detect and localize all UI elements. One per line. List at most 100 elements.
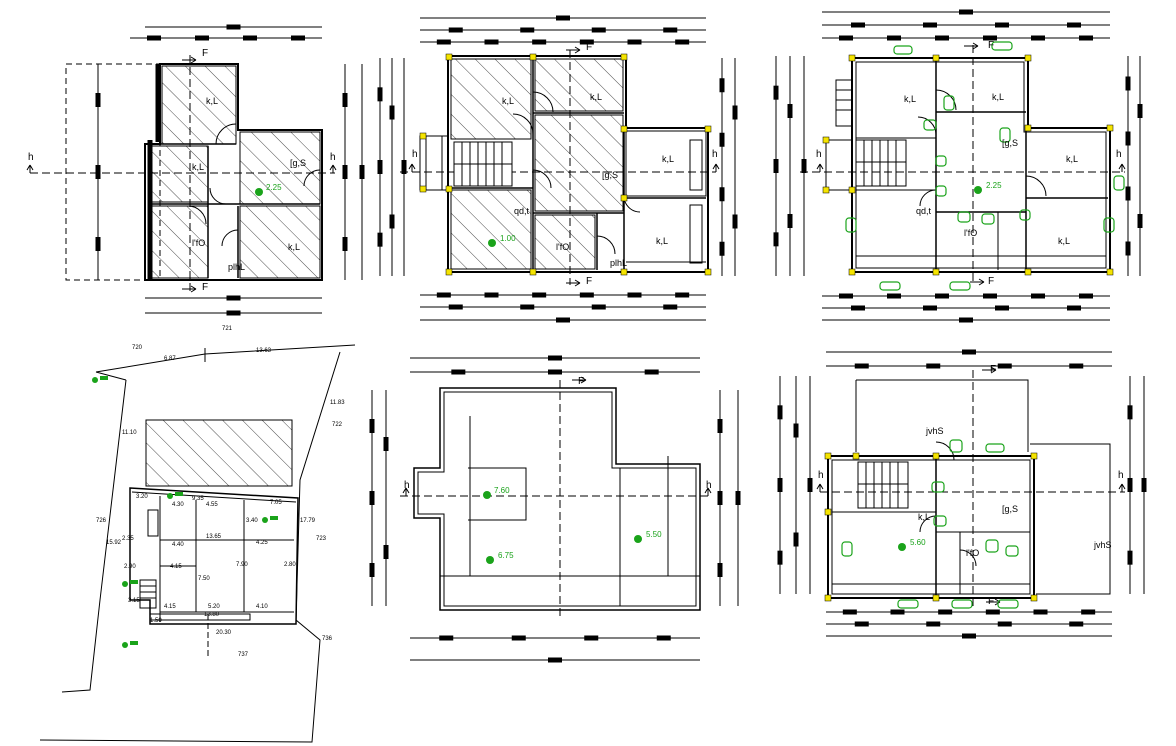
plan2-room-5: qd,t xyxy=(514,206,530,216)
site-dim-12: 4.15 xyxy=(170,564,182,570)
plan1-section-label-bottom: F xyxy=(202,282,208,293)
dimension-value-block xyxy=(1141,478,1147,492)
dimension-value-block xyxy=(935,293,949,299)
plan3-level: 2.25 xyxy=(986,181,1002,190)
plan3-level-marker-icon xyxy=(974,186,982,194)
plan1-room-4: l'fO xyxy=(192,238,205,248)
plan5-axis-right: h xyxy=(706,480,712,491)
site-dim-13: 7.50 xyxy=(198,576,210,582)
dimension-value-block xyxy=(1079,293,1093,299)
plan5-section-label: F xyxy=(578,376,584,387)
dimension-value-block xyxy=(451,369,466,375)
plan1-bottom-label: 721 xyxy=(222,326,233,332)
dimension-value-block xyxy=(1033,609,1048,615)
dimension-value-block xyxy=(342,237,348,251)
plan5-level-2: 6.75 xyxy=(498,551,514,560)
plan1-axis-right: h xyxy=(330,152,336,163)
site-dim-7: 4.25 xyxy=(256,540,268,546)
dimension-value-block xyxy=(579,39,594,45)
stair xyxy=(857,461,909,509)
plan2-room-6: l'fO xyxy=(556,242,569,252)
site-dim-10: 2.35 xyxy=(122,536,134,542)
dimension-value-block xyxy=(839,35,853,41)
dimension-value-block xyxy=(1031,293,1045,299)
dimension-value-block xyxy=(484,292,499,298)
dimension-value-block xyxy=(807,478,813,492)
dimension-value-block xyxy=(389,105,395,120)
dimension-value-block xyxy=(854,363,869,369)
plan3-fixtures xyxy=(845,41,1125,291)
dimension-value-block xyxy=(801,159,807,173)
site-dim-15: 2.80 xyxy=(284,562,296,568)
dimension-value-block xyxy=(369,419,375,433)
site-edge-7: 723 xyxy=(316,536,327,542)
dimension-value-block xyxy=(644,369,659,375)
dimension-value-block xyxy=(983,35,997,41)
plan2-columns xyxy=(419,53,712,276)
plan6-section-label-bottom: F xyxy=(988,596,994,607)
dimension-value-block xyxy=(359,165,365,179)
plan3-room-1: k,L xyxy=(904,94,916,104)
site-dim-20: 1.50 xyxy=(150,618,162,624)
dimension-value-block xyxy=(226,24,241,30)
dimension-value-block xyxy=(923,22,937,28)
dimension-value-block xyxy=(854,621,869,627)
dimension-value-block xyxy=(962,633,976,639)
plan2-room-3: k,L xyxy=(662,154,674,164)
dimension-value-block xyxy=(520,304,535,310)
dimension-value-block xyxy=(436,292,451,298)
dimension-value-block xyxy=(369,563,375,577)
dimension-value-block xyxy=(1127,405,1133,420)
dimension-value-block xyxy=(342,93,348,107)
plan5-level-1: 7.60 xyxy=(494,486,510,495)
dimension-value-block xyxy=(923,305,937,311)
dimension-value-block xyxy=(226,295,241,301)
plan5-level-3: 5.50 xyxy=(646,530,662,539)
plan1-axis-left: h xyxy=(28,152,34,163)
dimension-value-block xyxy=(773,232,779,247)
dimension-value-block xyxy=(243,35,257,41)
plan5-level-marker-1-icon xyxy=(483,491,491,499)
plan2-room-4: [g,S xyxy=(602,170,618,180)
floor-plan-1 xyxy=(26,26,363,314)
dimension-value-block xyxy=(377,232,383,247)
site-dim-1: 3.20 xyxy=(136,494,148,500)
dimension-value-block xyxy=(935,35,949,41)
plan1-level: 2.25 xyxy=(266,183,282,192)
dimension-value-block xyxy=(777,550,783,565)
dimension-value-block xyxy=(1081,609,1096,615)
dimension-value-block xyxy=(226,310,241,316)
dimension-value-block xyxy=(719,78,725,93)
site-edge-10: 15.92 xyxy=(106,540,122,546)
dimension-value-block xyxy=(584,635,599,641)
dimension-value-block xyxy=(777,478,783,492)
plan6-room-2: [g,S xyxy=(1002,504,1018,514)
site-plan xyxy=(39,344,356,743)
plan2-room-7: k,L xyxy=(656,236,668,246)
plan3-room-2: k,L xyxy=(992,92,1004,102)
dimension-value-block xyxy=(1031,35,1045,41)
dimension-value-block xyxy=(735,491,741,505)
dimension-value-block xyxy=(773,85,779,100)
dimension-value-block xyxy=(579,292,594,298)
dimension-value-block xyxy=(1125,186,1131,201)
dimension-value-block xyxy=(926,363,941,369)
plan6-level-marker-icon xyxy=(898,543,906,551)
dimension-value-block xyxy=(842,609,857,615)
plan3-room-6: l'fO xyxy=(964,228,977,238)
dimension-value-block xyxy=(520,27,535,33)
dimension-value-block xyxy=(1137,104,1143,118)
site-edge-8: 17.79 xyxy=(300,518,316,524)
plan6-section-label-top: F xyxy=(990,364,996,375)
plan3-axis-left: h xyxy=(816,149,822,160)
dimension-value-block xyxy=(887,293,901,299)
plan3-axis-right: h xyxy=(1116,149,1122,160)
plan2-room-8: plhL xyxy=(610,258,627,268)
dimension-value-block xyxy=(1125,131,1131,146)
dimension-value-block xyxy=(995,22,1009,28)
dimension-value-block xyxy=(1079,35,1093,41)
dimension-value-block xyxy=(1125,241,1131,256)
site-dim-14: 7.90 xyxy=(236,562,248,568)
dimension-value-block xyxy=(777,405,783,420)
